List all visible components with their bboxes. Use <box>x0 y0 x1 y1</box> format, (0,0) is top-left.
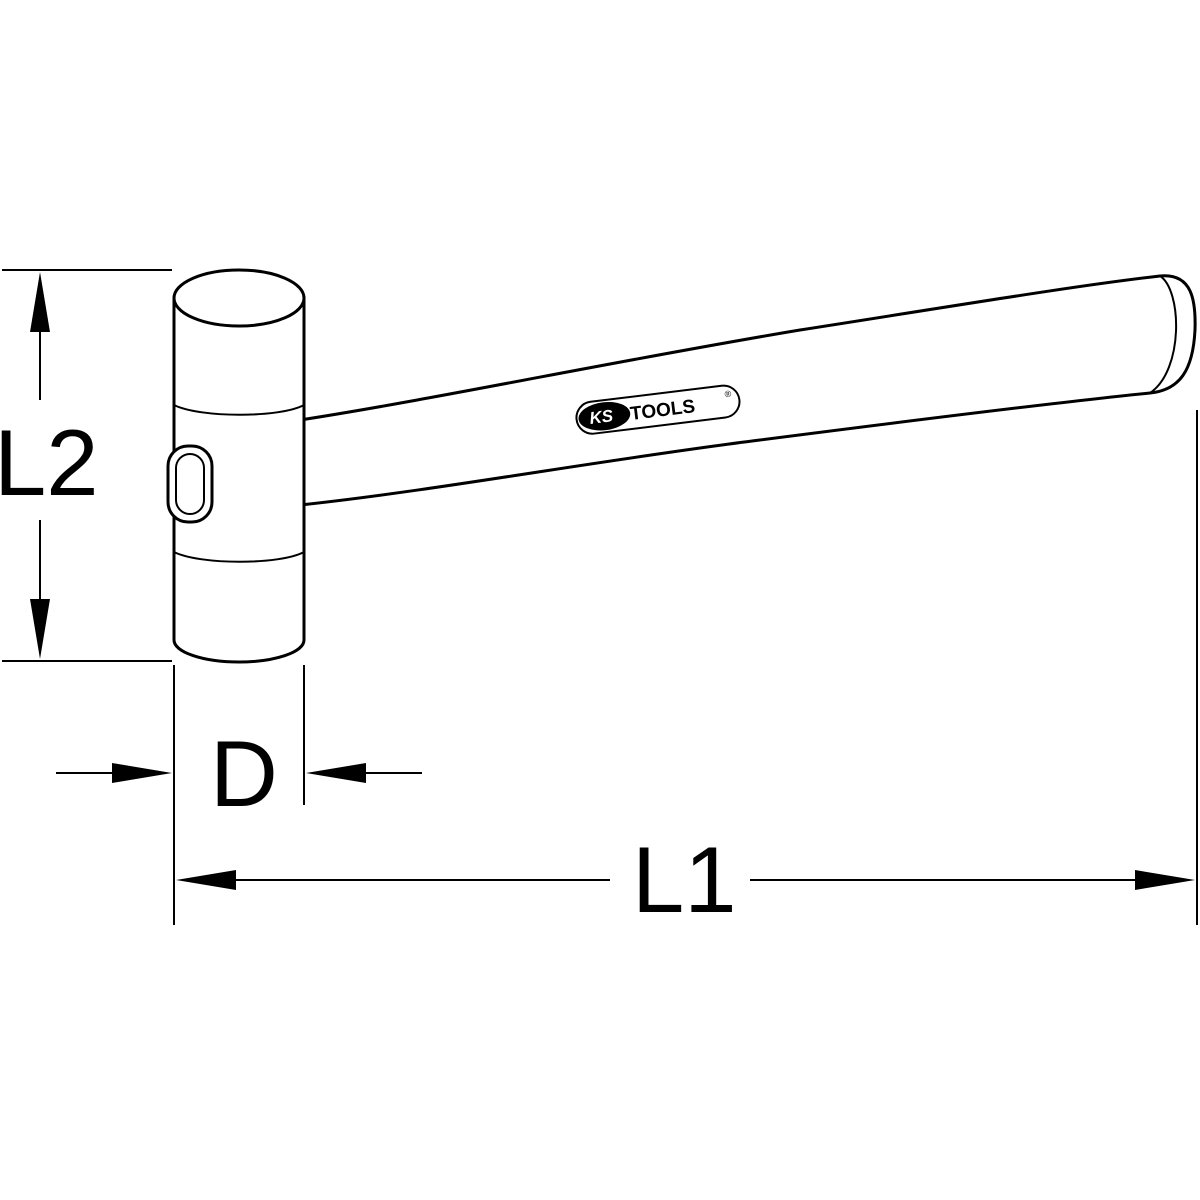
logo-registered-mark: ® <box>724 389 732 400</box>
hammer-handle <box>298 274 1197 507</box>
dimension-d: D <box>56 665 422 925</box>
logo-ks-text: KS <box>588 406 614 428</box>
label-d: D <box>210 721 278 826</box>
brand-logo: KS TOOLS ® <box>575 384 741 435</box>
wedge-slot <box>166 444 214 524</box>
hammer-head <box>166 268 306 664</box>
label-l2: L2 <box>0 410 99 515</box>
arrow-right-icon <box>112 763 172 783</box>
arrow-right-icon <box>1135 870 1195 890</box>
arrow-left-icon <box>176 870 236 890</box>
arrow-up-icon <box>30 272 50 332</box>
arrow-down-icon <box>30 599 50 659</box>
arrow-left-icon <box>306 763 366 783</box>
dimension-l2: L2 <box>0 269 172 662</box>
dimension-l1: L1 <box>176 410 1198 932</box>
label-l1: L1 <box>632 827 737 932</box>
